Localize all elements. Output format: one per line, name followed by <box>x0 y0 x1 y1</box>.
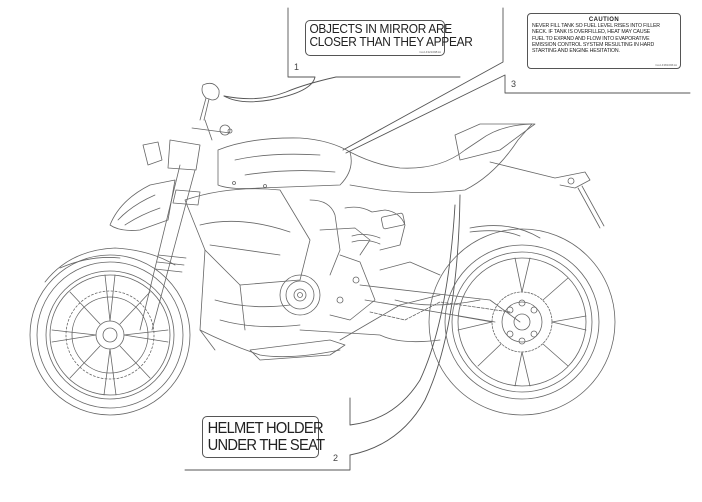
exhaust <box>249 294 441 361</box>
callout-1-frame <box>223 7 461 103</box>
caution-line-1: NEVER FILL TANK SO FUEL LEVEL RISES INTO… <box>532 23 660 29</box>
caution-line-2: NECK. IF TANK IS OVERFILLED, HEAT MAY CA… <box>532 29 651 36</box>
front-wheel <box>29 254 191 416</box>
fuel-tank <box>217 137 352 189</box>
caution-line-5: STARTING AND ENGINE HESITATION. <box>532 48 620 55</box>
rear-hugger <box>469 225 541 239</box>
callout-3-frame <box>342 7 691 154</box>
front-mudguard <box>44 247 176 283</box>
headlight-fairing <box>109 141 176 231</box>
caution-title: CAUTION <box>588 17 620 23</box>
caution-label-code: Cod.43810961A <box>655 63 677 67</box>
callout-number-1: 1 <box>294 62 300 72</box>
rear-wheel <box>428 228 616 416</box>
front-fork <box>139 119 233 331</box>
helmet-holder-label: HELMET HOLDER UNDER THE SEAT <box>202 416 325 458</box>
swingarm-chain <box>299 261 521 343</box>
mirror <box>199 82 220 121</box>
caution-body: NEVER FILL TANK SO FUEL LEVEL RISES INTO… <box>528 23 680 54</box>
seat-tail <box>349 123 605 229</box>
callout-number-3: 3 <box>511 79 517 89</box>
caution-line-4: EMISSION CONTROL SYSTEM RESULTING IN HAR… <box>532 41 655 48</box>
engine <box>279 199 406 321</box>
mirror-label-code: Cod.43210981A <box>419 50 441 54</box>
fuel-caution-label: CAUTION NEVER FILL TANK SO FUEL LEVEL RI… <box>527 13 681 69</box>
caution-line-3: FUEL TO EXPAND AND FLOW INTO EVAPORATIVE <box>532 35 650 42</box>
helmet-label-line-2: UNDER THE SEAT <box>207 437 325 454</box>
mirror-label-line-2: CLOSER THAN THEY APPEAR <box>309 35 473 49</box>
mirror-warning-label: OBJECTS IN MIRROR ARE CLOSER THAN THEY A… <box>305 20 473 56</box>
callout-number-2: 2 <box>333 453 339 463</box>
helmet-label-line-1: HELMET HOLDER <box>207 420 324 437</box>
mirror-label-line-1: OBJECTS IN MIRROR ARE <box>309 22 452 36</box>
side-fairing <box>184 188 341 358</box>
